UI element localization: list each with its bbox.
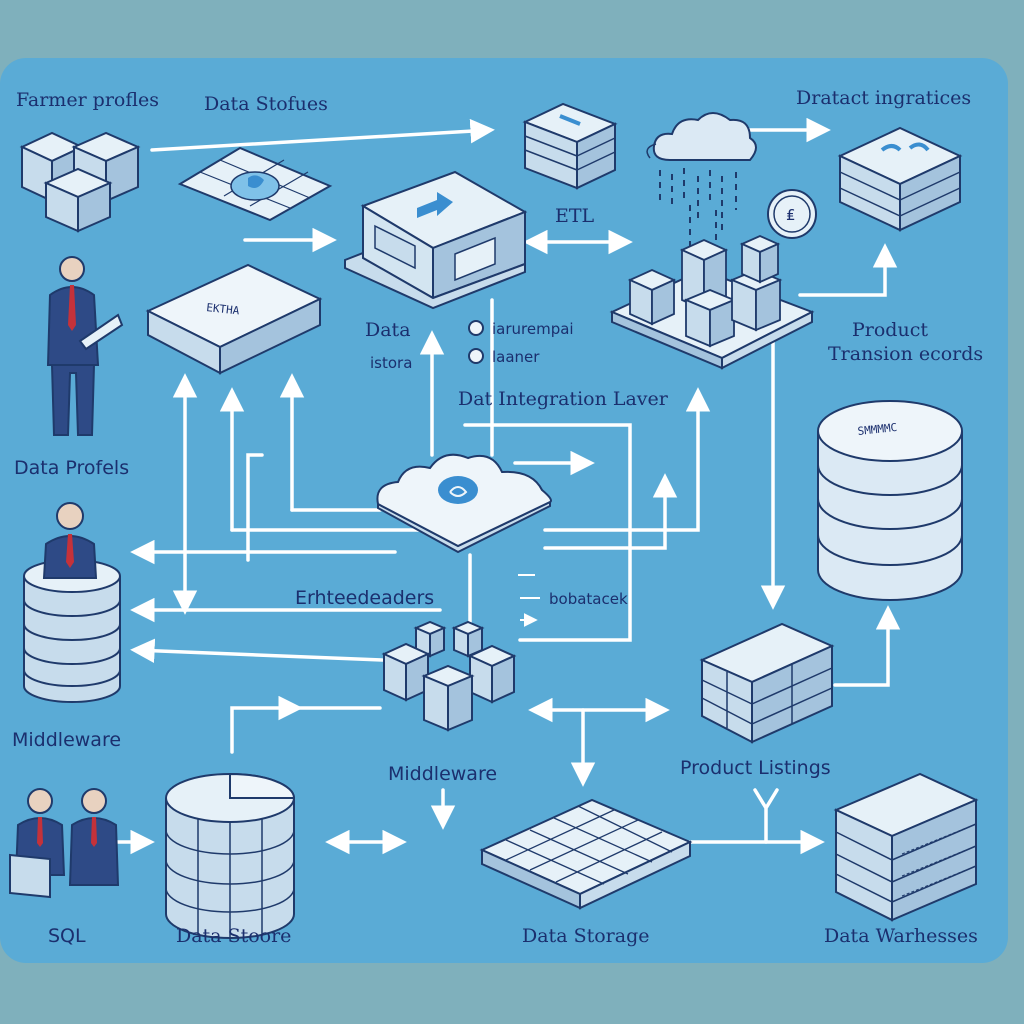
label-product-listings: Product Listings (680, 757, 831, 779)
line-hub-left (246, 453, 264, 562)
label-product-2: Transion ecords (828, 343, 983, 365)
gear-coin-glyph: ₤ (786, 206, 796, 224)
server-box-icon: EKTHA (145, 263, 323, 375)
label-middleware-center: Middleware (388, 763, 497, 785)
label-data-storage-1: Data (365, 319, 411, 341)
server-stack-icon (833, 772, 979, 922)
label-etl: ETL (555, 205, 595, 227)
cube-cluster-icon (381, 620, 517, 732)
line-y-fork (753, 788, 779, 844)
label-data-profiles: Data Profels (14, 457, 129, 479)
arrow-listings-to-cylinder (833, 605, 901, 687)
label-farmer-profiles: Farmer profles (16, 89, 159, 111)
connectors-small (518, 574, 540, 620)
server-stack-icon (837, 126, 963, 232)
person-icon (9, 788, 120, 899)
person-icon (46, 256, 124, 436)
storage-grid-icon (479, 798, 693, 910)
label-sql: SQL (48, 925, 86, 947)
cylinder-plate-label: SMMMMC (857, 421, 898, 438)
connectors (106, 117, 901, 855)
database-cylinder-icon (165, 772, 296, 939)
label-data-warehouses: Data Warhesses (824, 925, 978, 947)
map-icon (177, 146, 333, 222)
label-legend-1: iarurempai (492, 320, 574, 338)
label-data-storage-bottom: Data Storage (522, 925, 649, 947)
label-data-storage-2: istora (370, 354, 412, 372)
label-data-integration-layer: Dat Integration Laver (458, 388, 669, 410)
legend-radio-2 (468, 348, 484, 364)
label-product-1: Product (852, 319, 928, 341)
cube-cluster-icon (19, 131, 141, 233)
label-data-stores-top: Data Stofues (204, 93, 328, 115)
label-legend-2: laaner (492, 348, 540, 366)
label-enhanced-readers: Erhteedeaders (295, 587, 434, 609)
server-stack-icon (699, 622, 835, 744)
arrow-left-to-cylinder-3 (130, 638, 384, 664)
arrow-right-up (543, 387, 711, 532)
cube-cluster-icon (609, 235, 815, 370)
label-direct-integrations: Dratact ingratices (796, 87, 971, 109)
server-plate-label: EKTHA (206, 301, 241, 317)
etl-server-icon (344, 170, 528, 310)
gear-coin-icon: ₤ (767, 189, 817, 239)
database-cylinder-icon: SMMMMC (817, 400, 963, 601)
line-hub-box (463, 423, 632, 642)
cloud-icon (376, 453, 552, 554)
label-data-store-bottom: Data Stoore (176, 925, 291, 947)
legend-radio-1 (468, 320, 484, 336)
server-stack-icon (522, 102, 618, 190)
label-middleware-left: Middleware (12, 729, 121, 751)
person-icon (42, 502, 98, 579)
arrow-farmer-to-datastores (150, 118, 495, 152)
arrow-right-up-2 (543, 473, 678, 550)
arrow-product-to-direct (798, 243, 898, 297)
cloud-icon (646, 112, 757, 255)
database-cylinder-icon (23, 559, 121, 703)
arrow-cubes-left (230, 695, 303, 754)
label-dobatacek: bobatacek (549, 590, 628, 608)
